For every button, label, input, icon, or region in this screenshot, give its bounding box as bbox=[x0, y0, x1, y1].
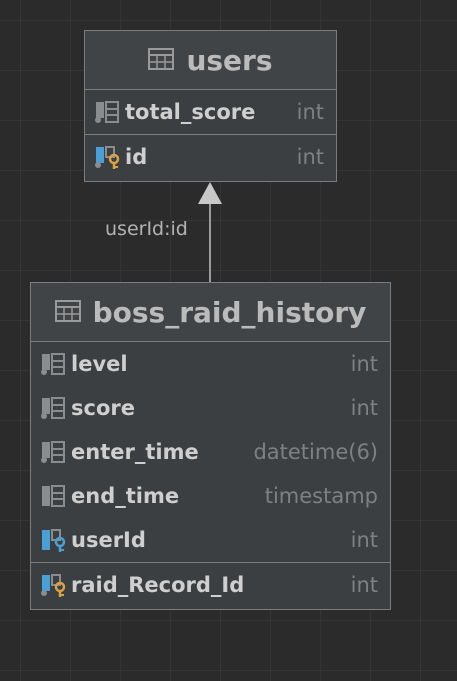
table-icon bbox=[54, 296, 81, 329]
column-row[interactable]: userId int bbox=[31, 518, 390, 562]
column-type: int bbox=[296, 100, 324, 124]
foreign-key-icon bbox=[39, 528, 71, 552]
primary-key-icon bbox=[39, 573, 71, 597]
column-row[interactable]: end_time timestamp bbox=[31, 474, 390, 518]
column-row[interactable]: raid_Record_Id int bbox=[31, 562, 390, 607]
column-row[interactable]: total_score int bbox=[85, 90, 336, 134]
relationship-label: userId:id bbox=[105, 218, 188, 240]
column-name: score bbox=[71, 396, 135, 420]
column-row[interactable]: level int bbox=[31, 342, 390, 386]
table-header[interactable]: users bbox=[85, 31, 336, 90]
column-type: int bbox=[350, 528, 378, 552]
column-type: int bbox=[296, 145, 324, 169]
column-name: total_score bbox=[125, 100, 256, 124]
column-type: timestamp bbox=[264, 484, 378, 508]
column-row[interactable]: score int bbox=[31, 386, 390, 430]
table-icon bbox=[148, 44, 175, 77]
column-icon bbox=[93, 100, 125, 124]
column-name: id bbox=[125, 145, 148, 169]
column-name: level bbox=[71, 352, 128, 376]
column-icon bbox=[39, 440, 71, 464]
column-icon bbox=[39, 484, 71, 508]
relationship-arrowhead bbox=[198, 182, 222, 204]
table-boss-raid-history[interactable]: boss_raid_history level int score bbox=[30, 282, 391, 610]
column-name: raid_Record_Id bbox=[71, 573, 245, 597]
column-icon bbox=[39, 396, 71, 420]
column-type: int bbox=[350, 352, 378, 376]
column-name: enter_time bbox=[71, 440, 199, 464]
column-name: userId bbox=[71, 528, 146, 552]
column-icon bbox=[39, 352, 71, 376]
column-type: int bbox=[350, 573, 378, 597]
column-type: datetime(6) bbox=[253, 440, 378, 464]
table-users[interactable]: users total_score int id bbox=[84, 30, 337, 182]
table-title: boss_raid_history bbox=[92, 295, 367, 329]
column-row[interactable]: id int bbox=[85, 134, 336, 179]
table-title: users bbox=[186, 43, 273, 77]
column-row[interactable]: enter_time datetime(6) bbox=[31, 430, 390, 474]
primary-key-icon bbox=[93, 145, 125, 169]
column-name: end_time bbox=[71, 484, 180, 508]
table-header[interactable]: boss_raid_history bbox=[31, 283, 390, 342]
column-type: int bbox=[350, 396, 378, 420]
